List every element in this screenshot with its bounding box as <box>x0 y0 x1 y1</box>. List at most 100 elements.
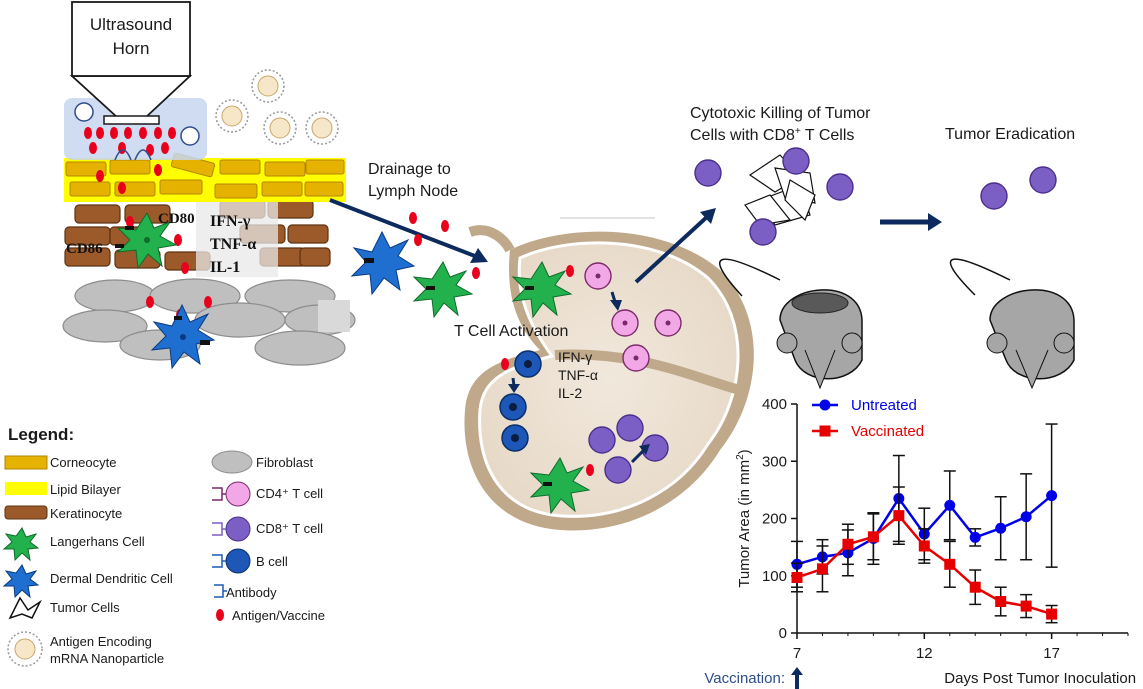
corneocyte-layer <box>65 152 345 199</box>
fibroblast-highlight <box>318 300 350 332</box>
mouse-with-tumor <box>719 258 863 390</box>
langerhans-cell-ln-2 <box>529 456 591 515</box>
vaccination-label: Vaccination: <box>704 670 785 687</box>
data-point-vaccinated <box>1046 608 1058 620</box>
killing-arrow <box>634 214 710 284</box>
horn-label-2: Horn <box>113 39 150 58</box>
legend: Legend: Corneocyte Lipid Bilayer Keratin… <box>2 425 325 667</box>
skin-ifn-label: IFN-γ <box>210 213 251 230</box>
lymph-node <box>464 217 754 531</box>
legend-antibody: Antibody <box>226 585 277 600</box>
legend-nanoparticle-1: Antigen Encoding <box>50 634 152 649</box>
langerhans-cell-migrating <box>412 260 474 319</box>
legend-marker-untreated <box>819 399 831 411</box>
legend-lipid-swatch <box>5 482 47 495</box>
ln-cytokine-3: IL-2 <box>558 385 582 401</box>
cd8-t-cells-ln <box>588 414 669 484</box>
dendritic-cell-migrating <box>350 230 416 296</box>
data-point-untreated <box>1046 490 1058 502</box>
skin-tnf-label: TNF-α <box>210 236 256 253</box>
legend-cd4: CD4⁺ T cell <box>256 486 323 501</box>
legend-dendritic-swatch <box>2 564 40 599</box>
legend-label-untreated: Untreated <box>851 397 917 414</box>
legend-nanoparticle-2: mRNA Nanoparticle <box>50 651 164 666</box>
x-tick-label: 12 <box>916 645 933 662</box>
cd86-label: CD86 <box>66 241 103 257</box>
legend-langerhans: Langerhans Cell <box>50 534 145 549</box>
tumor-cell-cluster <box>744 154 816 226</box>
fibroblast-layer <box>62 278 356 366</box>
skin-il-label: IL-1 <box>210 259 240 276</box>
data-point-vaccinated <box>944 558 956 570</box>
t-cell-activation-label: T Cell Activation <box>454 323 568 340</box>
killing-label-2: Cells with CD8+ T Cells <box>690 126 854 144</box>
drainage-arrow <box>329 198 481 260</box>
x-tick-label: 17 <box>1043 645 1060 662</box>
data-point-vaccinated <box>995 596 1007 608</box>
legend-dendritic: Dermal Dendritic Cell <box>50 571 173 586</box>
ultrasound-horn: Ultrasound Horn <box>69 1 193 125</box>
data-point-untreated <box>995 522 1007 534</box>
y-tick-label: 400 <box>762 396 787 413</box>
data-point-vaccinated <box>791 571 803 583</box>
mouse-tumor-free <box>949 258 1075 390</box>
legend-corneocyte-swatch <box>4 455 48 470</box>
skin-section: Ultrasound Horn CD80 <box>62 1 356 370</box>
x-tick-label: 7 <box>793 645 801 662</box>
legend-antibody-swatch <box>214 584 227 598</box>
data-point-vaccinated <box>969 581 981 593</box>
vaccination-arrow-head <box>791 667 803 675</box>
legend-antigen: Antigen/Vaccine <box>232 608 325 623</box>
legend-antigen-swatch <box>216 609 224 621</box>
data-point-vaccinated <box>816 563 828 575</box>
data-point-untreated <box>1020 511 1032 523</box>
legend-tumor: Tumor Cells <box>50 600 120 615</box>
legend-label-vaccinated: Vaccinated <box>851 423 924 440</box>
drainage-label-2: Lymph Node <box>368 183 458 200</box>
legend-cd8: CD8⁺ T cell <box>256 521 323 536</box>
legend-keratinocyte: Keratinocyte <box>50 506 122 521</box>
langerhans-cell-ln <box>511 260 573 319</box>
cd8-t-cells-eradication <box>980 166 1057 210</box>
data-point-untreated <box>969 531 981 543</box>
data-point-vaccinated <box>867 531 879 543</box>
x-axis-label: Days Post Tumor Inoculation <box>944 670 1136 687</box>
data-point-vaccinated <box>1020 600 1032 612</box>
legend-lipid: Lipid Bilayer <box>50 482 121 497</box>
y-tick-label: 0 <box>779 625 787 642</box>
y-tick-label: 300 <box>762 453 787 470</box>
cytokine-box <box>196 195 278 277</box>
legend-corneocyte: Corneocyte <box>50 455 116 470</box>
cd80-label: CD80 <box>158 211 195 227</box>
data-point-vaccinated <box>842 538 854 550</box>
eradication-label: Tumor Eradication <box>945 126 1075 143</box>
y-axis-label: Tumor Area (in mm2) <box>735 449 753 587</box>
legend-nanoparticle-swatch <box>7 631 43 667</box>
legend-cd8-swatch <box>225 516 251 542</box>
ln-cytokine-1: IFN-γ <box>558 349 592 365</box>
data-point-vaccinated <box>893 510 905 522</box>
killing-label-1: Cytotoxic Killing of Tumor <box>690 105 871 122</box>
legend-fibroblast: Fibroblast <box>256 455 313 470</box>
horn-label-1: Ultrasound <box>90 15 172 34</box>
legend-tumor-swatch <box>8 596 42 620</box>
data-point-vaccinated <box>918 540 930 552</box>
nanoparticles <box>215 69 339 145</box>
legend-title: Legend: <box>8 425 74 444</box>
legend-marker-vaccinated <box>819 425 831 437</box>
legend-cd4-swatch <box>225 481 251 507</box>
coupling-medium <box>64 98 207 160</box>
legend-bcell: B cell <box>256 554 288 569</box>
legend-bcell-swatch <box>225 548 251 574</box>
y-tick-label: 200 <box>762 511 787 528</box>
y-tick-label: 100 <box>762 568 787 585</box>
ln-cytokine-2: TNF-α <box>558 367 598 383</box>
legend-keratinocyte-swatch <box>4 505 48 520</box>
data-point-untreated <box>944 499 956 511</box>
drainage-label-1: Drainage to <box>368 161 451 178</box>
legend-langerhans-swatch <box>2 527 40 562</box>
cd8-t-cells-killing <box>694 147 854 246</box>
legend-fibroblast-swatch <box>211 450 253 474</box>
